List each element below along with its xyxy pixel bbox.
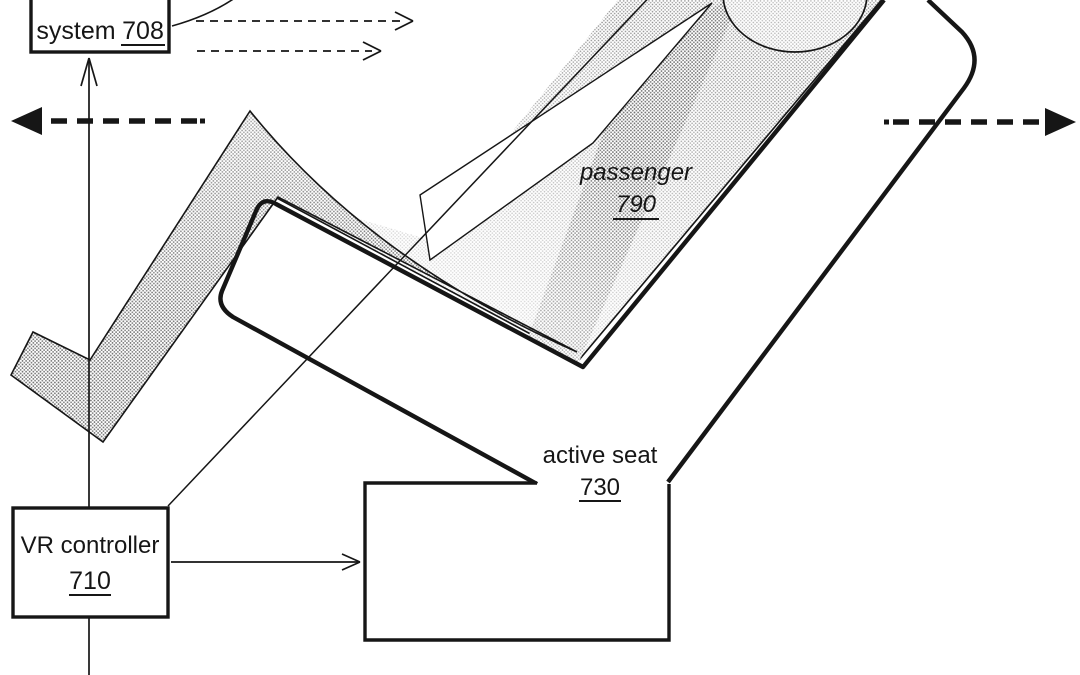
motion-arrow-right: [884, 108, 1076, 136]
passenger-ref: 790: [616, 191, 657, 218]
passenger-head: [722, 0, 868, 53]
active-seat-box: active seat 730: [363, 442, 671, 642]
passenger-legs: [9, 109, 578, 444]
passenger-arm: [419, 2, 713, 262]
passenger-torso: [528, 0, 740, 364]
system-vr-connector: [80, 57, 98, 675]
dashed-signal-arrow-upper: [196, 11, 414, 31]
active-seat-frame-outline-right: [666, 0, 977, 484]
system-box-label: system: [36, 17, 115, 45]
vr-controller-box-label: VR controller: [21, 532, 160, 559]
system-box-ref: 708: [122, 17, 164, 45]
system-leader-curve: [171, 0, 234, 27]
vr-controller-box: VR controller 710: [11, 506, 170, 619]
active-seat-box-label: active seat: [543, 442, 658, 469]
system-box: system 708: [29, 0, 171, 54]
dashed-signal-arrow-lower: [197, 41, 382, 61]
vr-controller-leader-line: [167, 0, 648, 507]
motion-arrow-left: [11, 107, 205, 135]
passenger-label: passenger 790: [579, 159, 693, 220]
active-seat-frame-outline-left: [218, 0, 886, 486]
active-seat-frame-fill: [220, 0, 994, 484]
passenger-label-text: passenger: [579, 159, 693, 186]
vr-controller-box-ref: 710: [69, 567, 111, 595]
vr-to-seat-arrow: [171, 553, 361, 571]
active-seat-box-ref: 730: [580, 474, 620, 501]
